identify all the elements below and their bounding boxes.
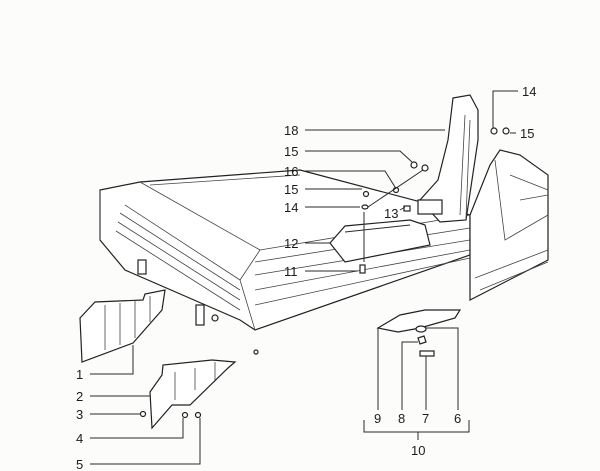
callout-15: 15	[284, 144, 298, 159]
sill-trim	[329, 219, 431, 263]
callout-18: 18	[284, 123, 298, 138]
fasteners	[139, 127, 510, 419]
callout-labels: 14 15 18 15 16 15 14 13 12 11 1 2 3 4 5 …	[76, 84, 536, 471]
callout-14: 14	[284, 200, 298, 215]
callout-15: 15	[284, 182, 298, 197]
callout-12: 12	[284, 236, 298, 251]
callout-9: 9	[374, 411, 381, 426]
callout-3: 3	[76, 407, 83, 422]
callout-1: 1	[76, 367, 83, 382]
callout-7: 7	[422, 411, 429, 426]
callout-2: 2	[76, 389, 83, 404]
callout-4: 4	[76, 431, 83, 446]
callout-14: 14	[522, 84, 536, 99]
callout-5: 5	[76, 457, 83, 471]
leader-lines	[90, 90, 518, 465]
callout-15: 15	[520, 126, 534, 141]
pillar-trim	[417, 94, 479, 223]
bracket-kit	[376, 309, 462, 357]
callout-8: 8	[398, 411, 405, 426]
callout-16: 16	[284, 164, 298, 179]
callout-13: 13	[384, 206, 398, 221]
callout-11: 11	[284, 264, 298, 279]
mudflap-1	[79, 289, 166, 363]
mudflap-2	[149, 359, 237, 430]
callout-6: 6	[454, 411, 461, 426]
cab-body	[469, 149, 549, 301]
callout-10: 10	[411, 443, 425, 458]
